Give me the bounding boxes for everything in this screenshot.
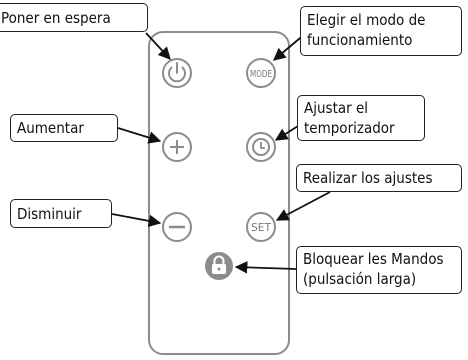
- callout-increase: Aumentar: [10, 114, 118, 142]
- set-button-label: SET: [251, 221, 272, 234]
- callout-standby: Poner en espera: [0, 3, 148, 32]
- mode-button[interactable]: MODE: [246, 58, 276, 88]
- callout-settings-line-1: Realizar los ajustes: [303, 169, 433, 187]
- remote-body: [148, 31, 290, 355]
- mode-button-label: MODE: [250, 69, 272, 80]
- callout-timer-line-1: Ajustar el: [304, 99, 369, 117]
- callout-settings: Realizar los ajustes: [296, 164, 462, 192]
- power-icon: [168, 62, 186, 83]
- decrease-button[interactable]: [162, 212, 192, 242]
- arrow-standby: [145, 32, 171, 60]
- padlock-icon: [212, 255, 226, 274]
- timer-button[interactable]: [246, 132, 276, 162]
- clock-icon: [252, 138, 270, 156]
- set-button[interactable]: SET: [246, 212, 276, 242]
- callout-decrease: Disminuir: [10, 199, 112, 228]
- callout-lock-line-1: Bloquear les Mandos: [303, 250, 444, 268]
- callout-lock-line-2: (pulsación larga): [303, 270, 417, 288]
- callout-mode: Elegir el modo de funcionamiento: [300, 6, 462, 56]
- arrow-increase: [117, 127, 162, 144]
- callout-decrease-line-1: Disminuir: [17, 205, 82, 223]
- callout-standby-line-1: Poner en espera: [1, 9, 111, 27]
- callout-timer-line-2: temporizador: [304, 119, 395, 137]
- callout-lock: Bloquear les Mandos (pulsación larga): [296, 246, 462, 294]
- plus-icon: [170, 140, 184, 154]
- arrow-decrease: [111, 213, 162, 228]
- callout-mode-line-1: Elegir el modo de: [307, 11, 426, 29]
- standby-button[interactable]: [162, 58, 192, 88]
- arrow-settings: [275, 191, 331, 221]
- callout-increase-line-1: Aumentar: [17, 119, 84, 137]
- callout-timer: Ajustar el temporizador: [297, 95, 425, 141]
- increase-button[interactable]: [162, 132, 192, 162]
- arrow-lock: [234, 261, 297, 274]
- arrow-timer: [274, 125, 299, 141]
- lock-button[interactable]: [205, 252, 233, 280]
- callout-mode-line-2: funcionamiento: [307, 31, 413, 49]
